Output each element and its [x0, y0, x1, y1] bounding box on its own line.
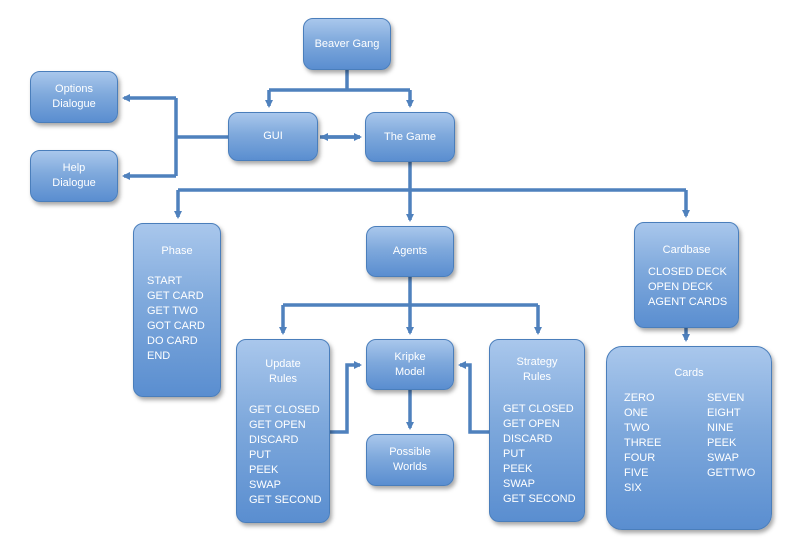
cards-column-1: ZERO ONE TWO THREE FOUR FIVE SIX: [624, 391, 661, 496]
strategy-rules-node: Strategy Rules GET CLOSED GET OPEN DISCA…: [489, 339, 585, 522]
options-dialogue-node: Options Dialogue: [30, 71, 118, 123]
card-item: FOUR: [624, 452, 656, 464]
strategy-rules-item: DISCARD: [503, 433, 553, 445]
cards-column-2: SEVEN EIGHT NINE PEEK SWAP GETTWO: [707, 391, 755, 481]
cardbase-title: Cardbase: [662, 244, 711, 256]
connector-game-down: [178, 162, 686, 192]
card-item: NINE: [707, 422, 734, 434]
strategy-rules-item: GET CLOSED: [503, 403, 574, 415]
card-item: TWO: [624, 422, 650, 434]
phase-item: START: [147, 275, 183, 287]
phase-item: GOT CARD: [147, 320, 205, 332]
update-rules-node: Update Rules GET CLOSED GET OPEN DISCARD…: [236, 339, 330, 523]
strategy-rules-item: GET SECOND: [503, 493, 576, 505]
card-item: GETTWO: [707, 467, 756, 479]
kripke-model-node: Kripke Model: [366, 339, 454, 390]
card-item: SEVEN: [707, 392, 745, 404]
phase-items: START GET CARD GET TWO GOT CARD DO CARD …: [147, 274, 205, 364]
cardbase-item: AGENT CARDS: [648, 296, 728, 308]
card-item: SIX: [624, 482, 642, 494]
strategy-rules-item: SWAP: [503, 478, 535, 490]
connector-agents-down: [283, 277, 538, 307]
strategy-rules-item: PEEK: [503, 463, 533, 475]
cardbase-item: CLOSED DECK: [648, 266, 727, 278]
update-rules-item: SWAP: [249, 479, 281, 491]
the-game-node: The Game: [365, 112, 455, 162]
arrow-to-gui: [269, 88, 410, 106]
cardbase-items: CLOSED DECK OPEN DECK AGENT CARDS: [648, 265, 727, 310]
cards-title: Cards: [674, 367, 704, 379]
help-dialogue-node: Help Dialogue: [30, 150, 118, 202]
gui-label: GUI: [263, 130, 283, 142]
phase-item: GET CARD: [147, 290, 204, 302]
kripke-model-label: Kripke Model: [394, 350, 426, 378]
card-item: ONE: [624, 407, 648, 419]
card-item: THREE: [624, 437, 662, 449]
phase-item: GET TWO: [147, 305, 198, 317]
update-rules-item: PUT: [249, 449, 271, 461]
update-rules-title: Update Rules: [265, 358, 301, 385]
cards-node: Cards ZERO ONE TWO THREE FOUR FIVE SIX S…: [606, 346, 772, 530]
card-item: EIGHT: [707, 407, 741, 419]
gui-node: GUI: [228, 112, 318, 161]
phase-item: DO CARD: [147, 335, 198, 347]
update-rules-items: GET CLOSED GET OPEN DISCARD PUT PEEK SWA…: [249, 403, 322, 508]
cardbase-node: Cardbase CLOSED DECK OPEN DECK AGENT CAR…: [634, 222, 739, 328]
options-dialogue-label: Options Dialogue: [52, 83, 96, 110]
card-item: ZERO: [624, 392, 655, 404]
update-rules-item: GET CLOSED: [249, 404, 320, 416]
card-item: SWAP: [707, 452, 739, 464]
arrow-update-to-kripke: [330, 361, 362, 434]
strategy-rules-item: GET OPEN: [503, 418, 560, 430]
update-rules-item: GET OPEN: [249, 419, 306, 431]
phase-title: Phase: [161, 245, 193, 257]
help-dialogue-label: Help Dialogue: [52, 162, 96, 189]
beaver-gang-label: Beaver Gang: [314, 37, 380, 50]
strategy-rules-title: Strategy Rules: [516, 356, 558, 383]
possible-worlds-node: Possible Worlds: [366, 434, 454, 486]
strategy-rules-items: GET CLOSED GET OPEN DISCARD PUT PEEK SWA…: [503, 402, 576, 507]
possible-worlds-label: Possible Worlds: [389, 446, 431, 473]
agents-label: Agents: [392, 245, 428, 257]
arrow-strategy-to-kripke: [458, 361, 489, 434]
update-rules-item: GET SECOND: [249, 494, 322, 506]
the-game-label: The Game: [384, 130, 436, 143]
card-item: FIVE: [624, 467, 649, 479]
card-item: PEEK: [707, 437, 737, 449]
phase-node: Phase START GET CARD GET TWO GOT CARD DO…: [133, 223, 221, 397]
phase-item: END: [147, 350, 171, 362]
update-rules-item: DISCARD: [249, 434, 299, 446]
cardbase-item: OPEN DECK: [648, 281, 713, 293]
beaver-gang-node: Beaver Gang: [303, 18, 391, 70]
strategy-rules-item: PUT: [503, 448, 525, 460]
agents-node: Agents: [366, 226, 454, 277]
update-rules-item: PEEK: [249, 464, 279, 476]
connector-gui-left: [174, 98, 228, 176]
